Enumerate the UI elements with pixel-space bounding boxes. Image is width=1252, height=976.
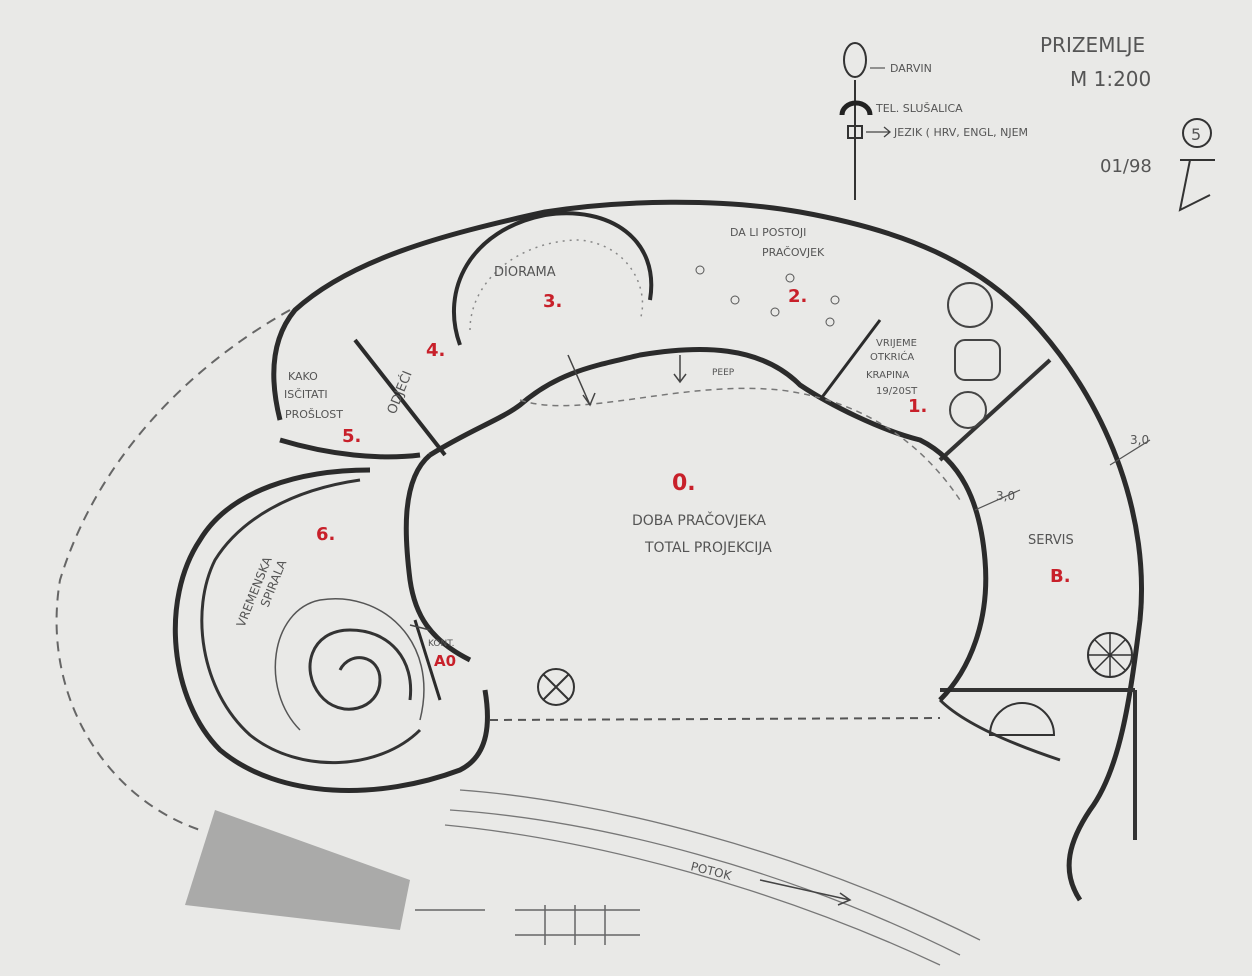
service-inner-wall	[938, 698, 1061, 762]
dimension-ticks	[974, 439, 1151, 511]
turnstile-cross	[542, 673, 570, 701]
room-2-text-2: PRAČOVJEK	[762, 246, 825, 259]
room-5-text-3: PROŠLOST	[285, 408, 343, 421]
stream-lines	[444, 789, 981, 966]
arrow-a0	[409, 624, 431, 631]
room-1-text-2: OTKRIĆA	[870, 350, 914, 363]
floor-label: PRIZEMLJE	[1040, 33, 1145, 57]
partition-4-5	[353, 338, 447, 457]
diorama-dotted	[469, 239, 644, 331]
service-wheel-spokes	[1088, 633, 1132, 677]
stream-arrow	[759, 879, 852, 906]
spiral	[308, 628, 413, 711]
peep-label: PEEP	[712, 368, 735, 378]
spiral-outer	[274, 598, 425, 731]
service-wall	[938, 358, 1137, 840]
partition-a0	[413, 619, 442, 701]
room-0-text-1: DOBA PRAČOVJEKA	[632, 511, 766, 529]
scale-bar-sketch	[415, 905, 640, 945]
diorama-wall	[451, 211, 654, 346]
entrance-dashed-line	[489, 717, 941, 721]
spiral-inner-wall	[200, 478, 422, 765]
sheet-number: 5	[1191, 125, 1201, 144]
room-2-number: 2.	[788, 286, 807, 307]
room-5-text-1: KAKO	[288, 370, 318, 383]
dot	[695, 265, 705, 275]
left-lobe-wall	[172, 437, 490, 793]
outer-wall	[271, 199, 1145, 902]
display-circle-a	[947, 282, 993, 328]
room-b-number: B.	[1050, 566, 1071, 587]
dimension-a: 3,0	[1130, 433, 1149, 447]
service-semicircle	[988, 702, 1056, 736]
room-0-text-2: TOTAL PROJEKCIJA	[644, 540, 772, 556]
language-arrow	[866, 126, 892, 138]
room-a0-text-1: KONT.	[428, 639, 455, 649]
outer-dashed-path	[55, 309, 291, 831]
room-b-text-1: SERVIS	[1028, 533, 1074, 548]
room-5-number: 5.	[342, 426, 361, 447]
display-circle-b	[949, 391, 987, 429]
room-3-text-1: DIORAMA	[494, 265, 556, 280]
hatched-ground	[185, 810, 410, 930]
room-1-text-3: KRAPINA	[866, 370, 909, 381]
room-4-number: 4.	[426, 340, 445, 361]
legend-bust-label: DARVIN	[890, 62, 932, 75]
arrow-diorama	[567, 354, 596, 407]
room-6-number: 6.	[316, 524, 335, 545]
dot	[785, 273, 795, 283]
room-3-number: 3.	[543, 291, 562, 312]
legend-language-label: JEZIK ( HRV, ENGL, NJEM	[893, 126, 1028, 139]
entrance-turnstile	[537, 668, 575, 706]
dot	[770, 307, 780, 317]
signature-mark	[1178, 159, 1215, 212]
room-1-text-4: 19/20ST	[876, 386, 918, 397]
language-icon	[847, 125, 863, 139]
dot	[730, 295, 740, 305]
display-box	[954, 339, 1001, 381]
legend-headphones-label: TEL. SLUŠALICA	[875, 102, 963, 115]
room-0-number: 0.	[672, 471, 696, 496]
room-5-text-2: ISČITATI	[284, 388, 328, 401]
hall-dashed-line	[519, 387, 961, 501]
date-label: 01/98	[1100, 156, 1152, 177]
partition-1-2	[818, 319, 882, 401]
arrow-peep	[673, 355, 687, 384]
dot	[830, 295, 840, 305]
room-2-text-1: DA LI POSTOJI	[730, 226, 806, 239]
room-1-number: 1.	[908, 396, 927, 417]
headphones-icon	[839, 100, 873, 116]
room-1-text-1: VRIJEME	[876, 338, 917, 349]
room-a0-number: A0	[434, 652, 456, 670]
sheet-number-circle	[1182, 118, 1212, 148]
scale-label: M 1:200	[1070, 67, 1151, 91]
bust-icon	[843, 42, 867, 78]
dot	[825, 317, 835, 327]
